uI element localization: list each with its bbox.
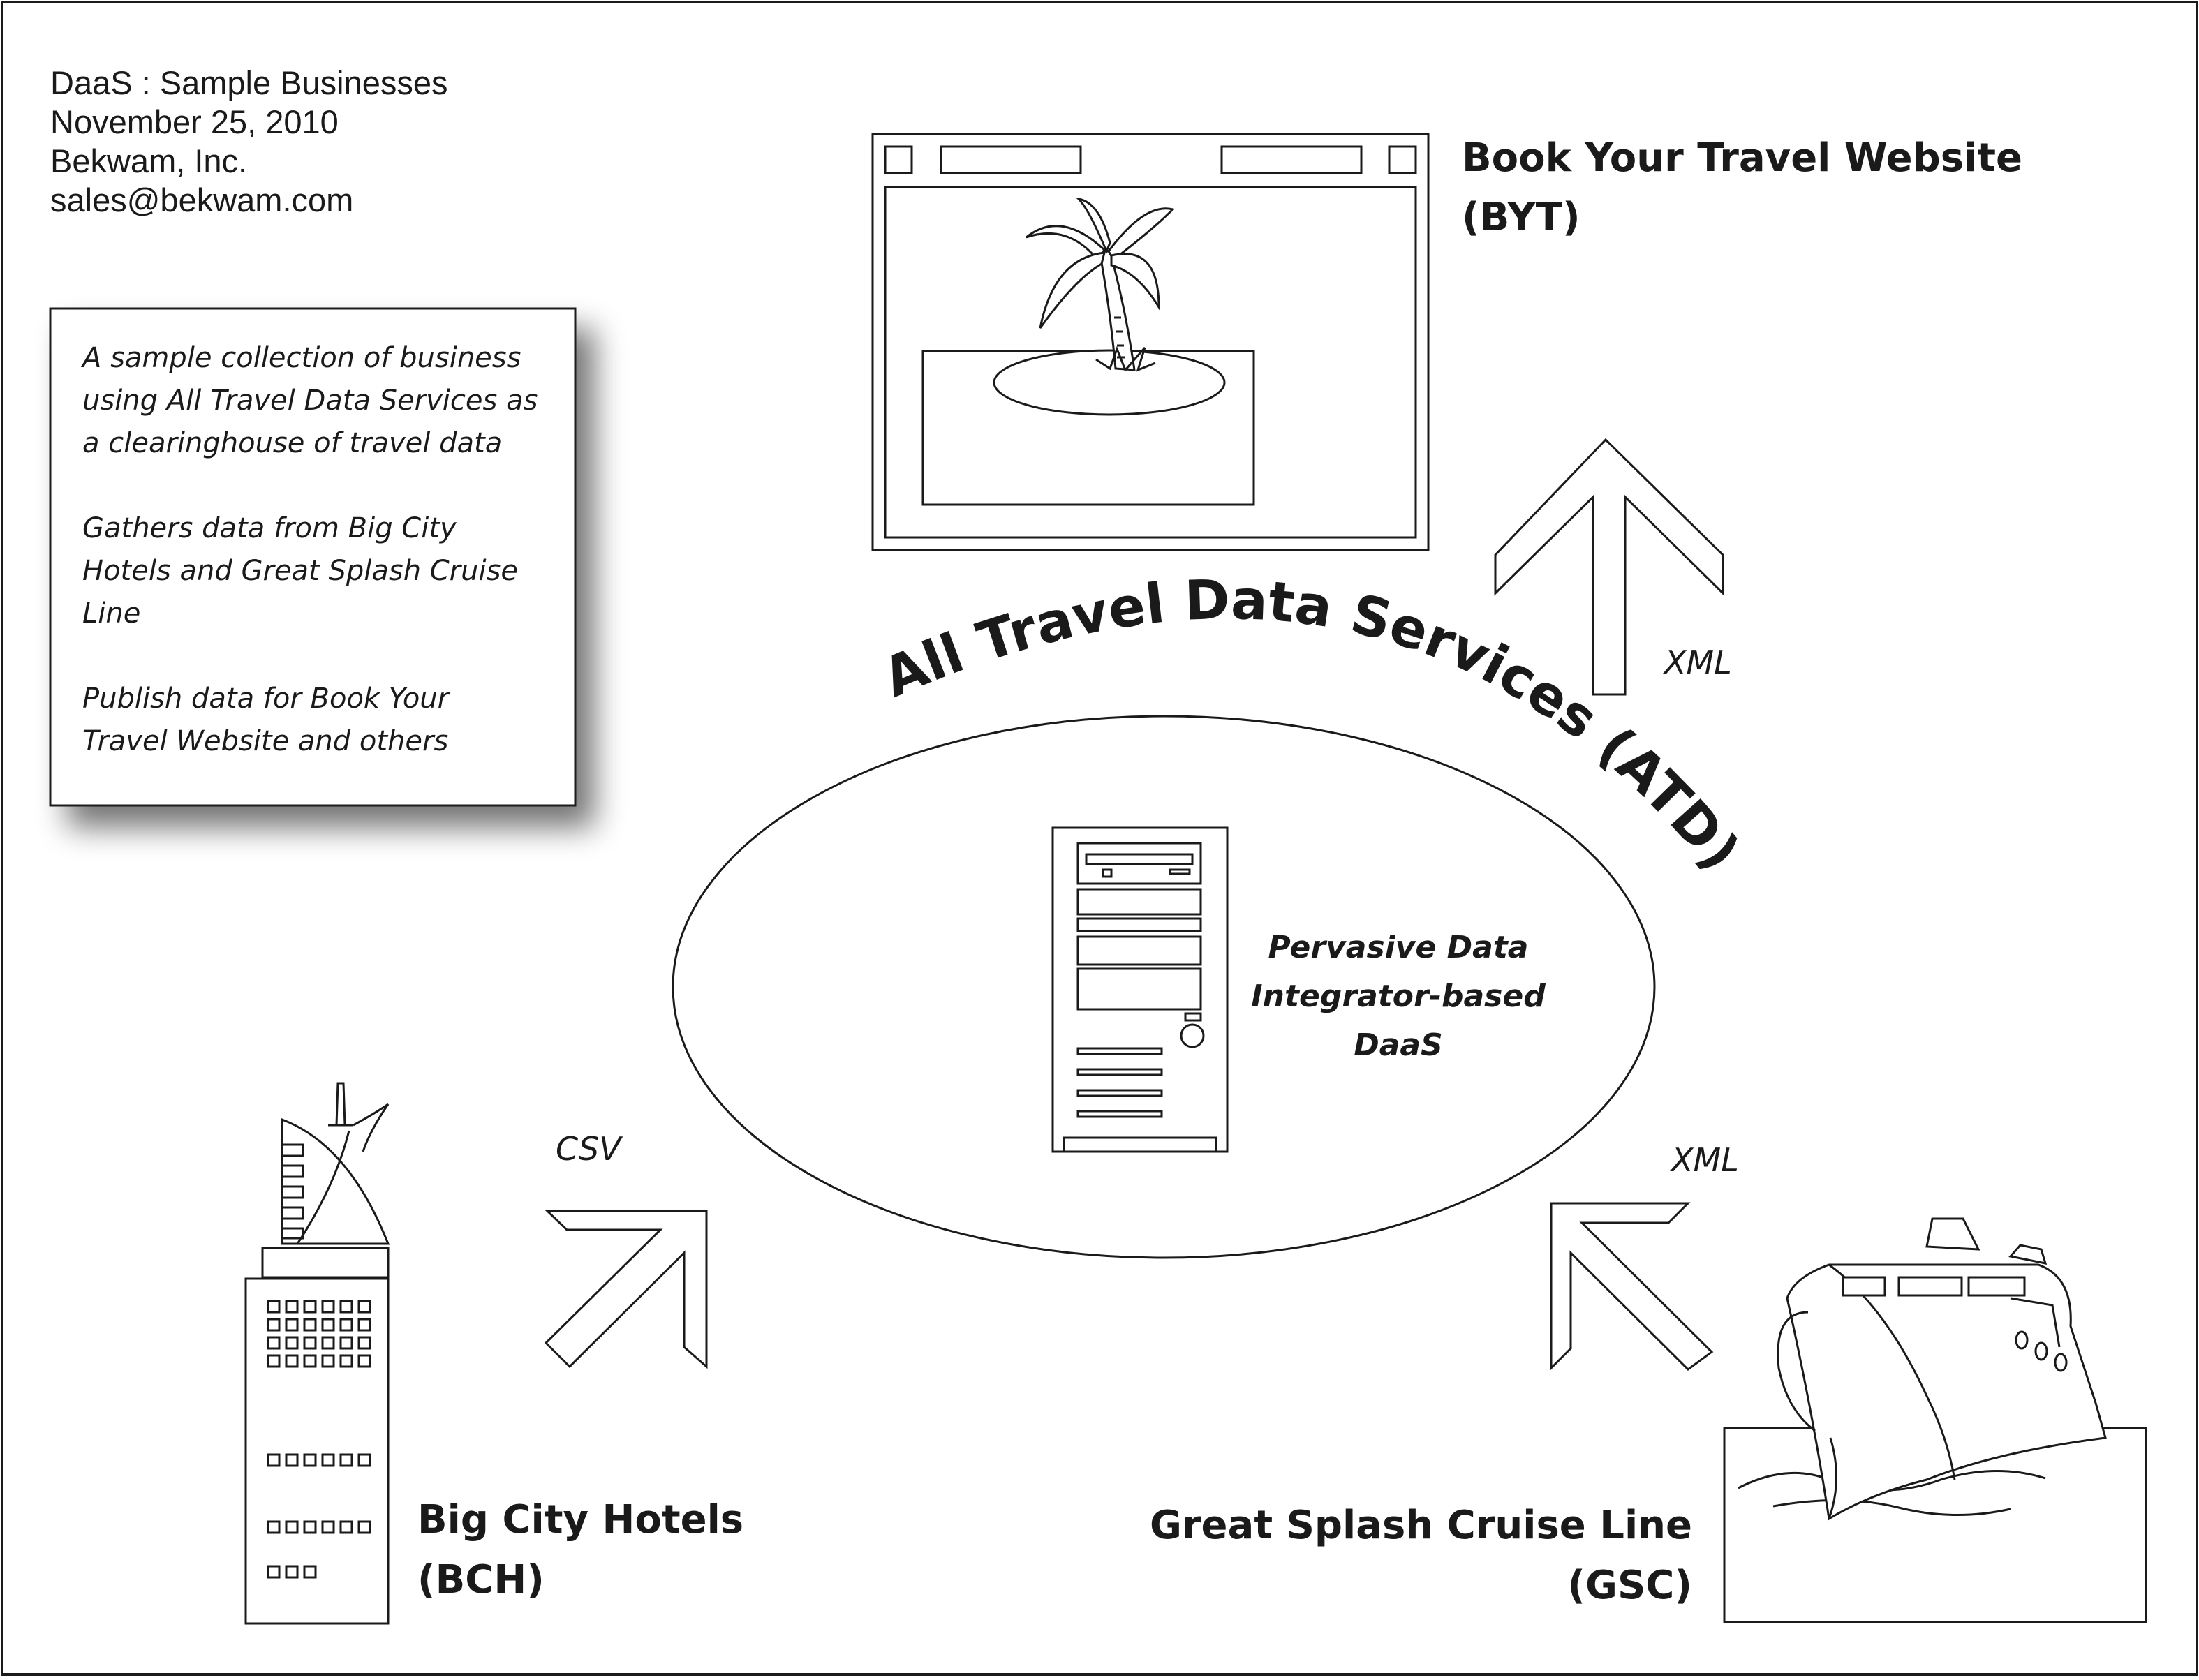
note-line: Gathers data from Big City [82, 512, 457, 544]
hub-core-line: Integrator-based [1251, 979, 1546, 1014]
arrow-diagonal-icon [544, 1210, 708, 1369]
doc-title: DaaS : Sample Businesses [50, 64, 448, 101]
bch-abbr: (BCH) [417, 1557, 545, 1603]
hotel-windows [267, 1300, 371, 1579]
byt-name: Book Your Travel Website [1462, 135, 2022, 181]
gsc-name: Great Splash Cruise Line [1150, 1503, 1692, 1548]
hotel-building-icon [244, 1082, 390, 1625]
note-line: Travel Website and others [82, 725, 448, 757]
byt-abbr: (BYT) [1462, 195, 1580, 240]
doc-email: sales@bekwam.com [50, 181, 353, 218]
gsc-format: XML [1670, 1141, 1739, 1179]
note-line: Hotels and Great Splash Cruise [82, 555, 518, 587]
arrow-diagonal-icon [1550, 1202, 1714, 1371]
palm-island-icon [993, 197, 1226, 416]
hub-core-line: DaaS [1354, 1027, 1443, 1063]
note-box-frame [49, 307, 577, 807]
browser-window-icon [871, 133, 1430, 551]
note-line: A sample collection of business [80, 342, 521, 374]
header-meta: DaaS : Sample Businesses November 25, 20… [50, 64, 448, 218]
note-line: Line [82, 597, 140, 630]
note-line: Publish data for Book Your [82, 683, 451, 715]
server-tower-icon [1051, 826, 1229, 1153]
note-line: using All Travel Data Services as [82, 385, 538, 417]
arrow-up-icon [1494, 438, 1724, 696]
hub-core-line: Pervasive Data [1268, 930, 1528, 965]
note-box: A sample collection of business using Al… [49, 307, 577, 807]
byt-format: XML [1663, 644, 1732, 681]
bch-format: CSV [556, 1130, 623, 1168]
doc-date: November 25, 2010 [50, 103, 339, 140]
cruise-ship-icon [1723, 1217, 2147, 1623]
bch-name: Big City Hotels [417, 1497, 743, 1543]
note-line: a clearinghouse of travel data [82, 427, 502, 459]
doc-company: Bekwam, Inc. [50, 142, 247, 179]
gsc-abbr: (GSC) [1567, 1563, 1692, 1608]
